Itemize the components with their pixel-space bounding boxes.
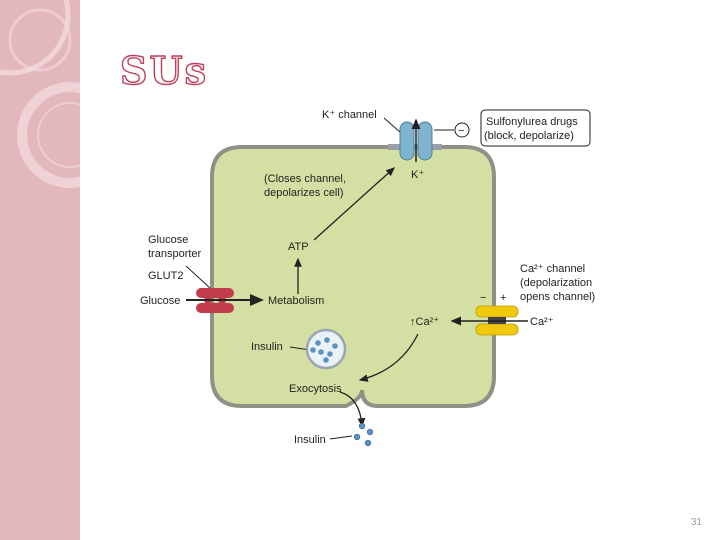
glucose-transporter-label-2: transporter	[148, 248, 202, 260]
released-insulin-icon	[353, 422, 374, 447]
glut2-transporter-icon	[196, 288, 234, 313]
exocytosis-label: Exocytosis	[289, 383, 342, 395]
ca-channel-note-1: (depolarization	[520, 277, 592, 289]
atp-to-k-channel-arrow	[313, 167, 395, 241]
insulin-granule-label: Insulin	[251, 341, 283, 353]
k-channel-membrane	[388, 144, 442, 150]
k-ion-label: K⁺	[411, 169, 424, 181]
beta-cell-body	[210, 145, 496, 408]
ca-outside-label: Ca²⁺	[530, 316, 554, 328]
ca-channel-note-2: opens channel)	[520, 291, 595, 303]
sulfonylurea-drug-box	[480, 109, 591, 147]
atp-label: ATP	[288, 241, 309, 253]
membrane-negative-charge: −	[480, 292, 486, 304]
ca-to-exocytosis-arrow	[358, 333, 419, 382]
k-channel-leader-line	[383, 117, 401, 133]
insulin-granule-icon	[305, 328, 347, 370]
glucose-transporter-label: Glucose	[148, 234, 188, 246]
inhibition-minus-sign: −	[458, 125, 464, 137]
glucose-label: Glucose	[140, 295, 180, 307]
sulfonylurea-drug-label: Sulfonylurea drugs	[486, 116, 578, 128]
ca-inside-label: ↑Ca²⁺	[410, 316, 439, 328]
closes-channel-text: (Closes channel,	[264, 173, 346, 185]
sulfonylurea-drug-effect: (block, depolarize)	[484, 130, 574, 142]
glut2-label: GLUT2	[148, 270, 183, 282]
membrane-positive-charge: +	[500, 292, 506, 304]
page-number: 31	[690, 517, 702, 528]
ca-channel-label: Ca²⁺ channel	[520, 263, 585, 275]
glut2-leader-line	[185, 265, 211, 289]
insulin-release-arrow	[339, 391, 366, 428]
depolarizes-cell-text: depolarizes cell)	[264, 187, 343, 199]
slide-title: SUs	[119, 47, 208, 93]
released-insulin-leader-line	[329, 435, 353, 440]
released-insulin-label: Insulin	[294, 434, 326, 446]
metabolism-label: Metabolism	[268, 295, 324, 307]
sidebar-pattern	[0, 0, 80, 188]
k-channel-icon	[399, 121, 433, 161]
inhibition-minus-icon	[454, 122, 470, 138]
decorative-sidebar	[0, 0, 80, 540]
k-channel-label: K⁺ channel	[322, 109, 377, 121]
